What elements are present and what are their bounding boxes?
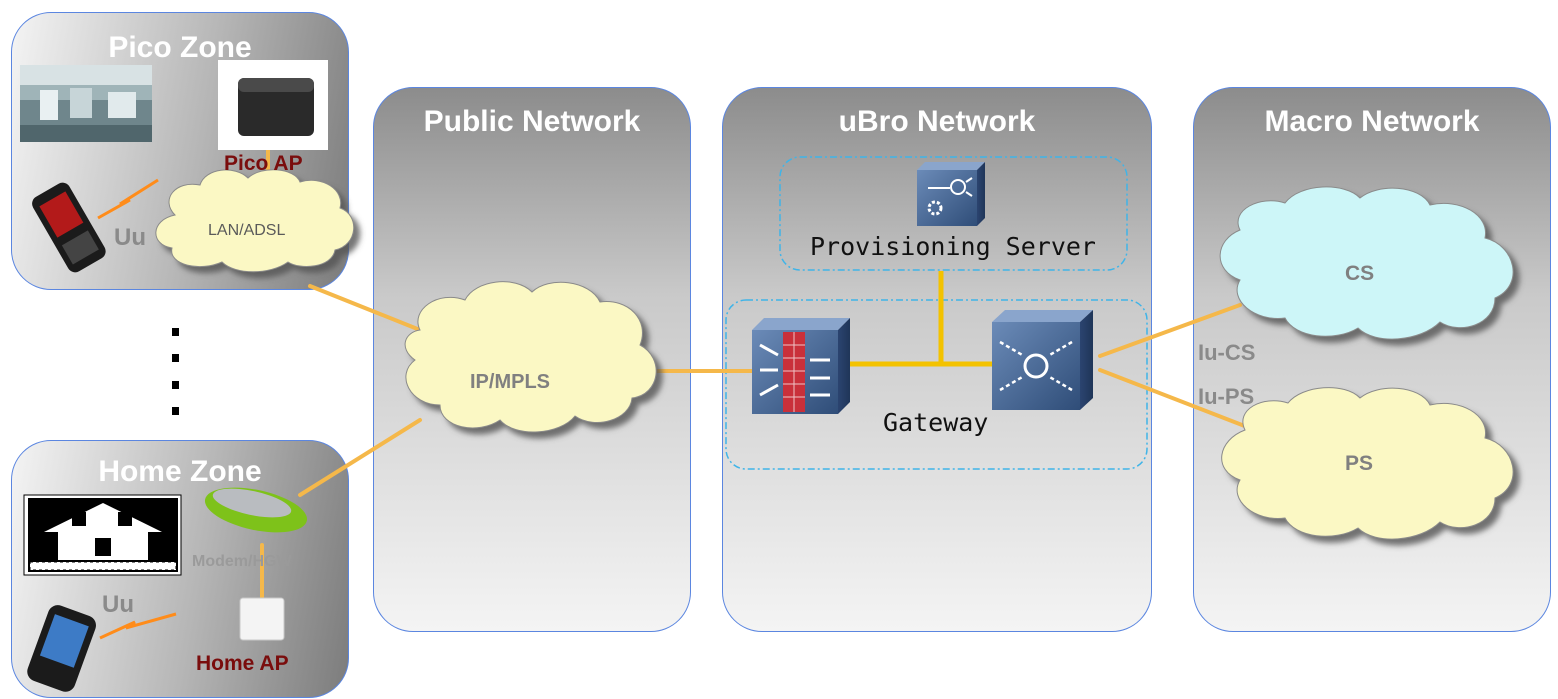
pico-zone-title: Pico Zone [108,31,252,64]
ps-label: PS [1345,452,1374,475]
modem-hgw-device [204,487,308,533]
house-icon [23,494,182,576]
lan-adsl-cloud [155,169,355,273]
pico-ap-device [218,60,328,150]
gateway-group-box [725,299,1148,470]
ip-mpls-cloud [404,281,657,433]
cs-label: CS [1345,262,1375,285]
uu-home-label: Uu [102,591,134,618]
firewall-icon [752,318,850,414]
office-photo [20,65,152,142]
lightning-icon [97,178,159,220]
home-ap-device [239,597,285,641]
ps-cloud [1221,387,1514,540]
provisioning-group-box [779,156,1128,271]
public-network-title: Public Network [423,105,641,138]
pda-phone-icon [27,605,96,692]
iu-ps-label: Iu-PS [1198,384,1255,409]
ip-mpls-label: IP/MPLS [470,371,551,393]
lan-adsl-label: LAN/ADSL [208,222,286,239]
cs-cloud [1219,186,1514,340]
lightning-icon-home [99,612,177,640]
home-zone-title: Home Zone [98,455,262,488]
ubro-network-title: uBro Network [838,105,1036,138]
provisioning-server-icon [917,162,985,226]
mobile-phone-icon [32,182,106,273]
macro-network-zone: Macro Network [1193,87,1551,632]
provisioning-server-label: Provisioning Server [810,232,1096,261]
link-gateway-ps [1098,368,1257,432]
link-pico-public [308,284,422,332]
link-home-public [298,418,422,497]
macro-network-title: Macro Network [1264,105,1480,138]
iu-cs-label: Iu-CS [1198,340,1256,365]
modem-hgw-label: Modem/HGW [192,553,292,570]
pico-ap-label: Pico AP [224,152,303,175]
home-ap-label: Home AP [196,652,289,675]
link-gateway-cs [1098,303,1242,358]
uu-pico-label: Uu [114,224,146,251]
ellipsis-dots [172,328,179,415]
gateway-label: Gateway [883,408,989,437]
gateway-router-icon [992,310,1093,410]
